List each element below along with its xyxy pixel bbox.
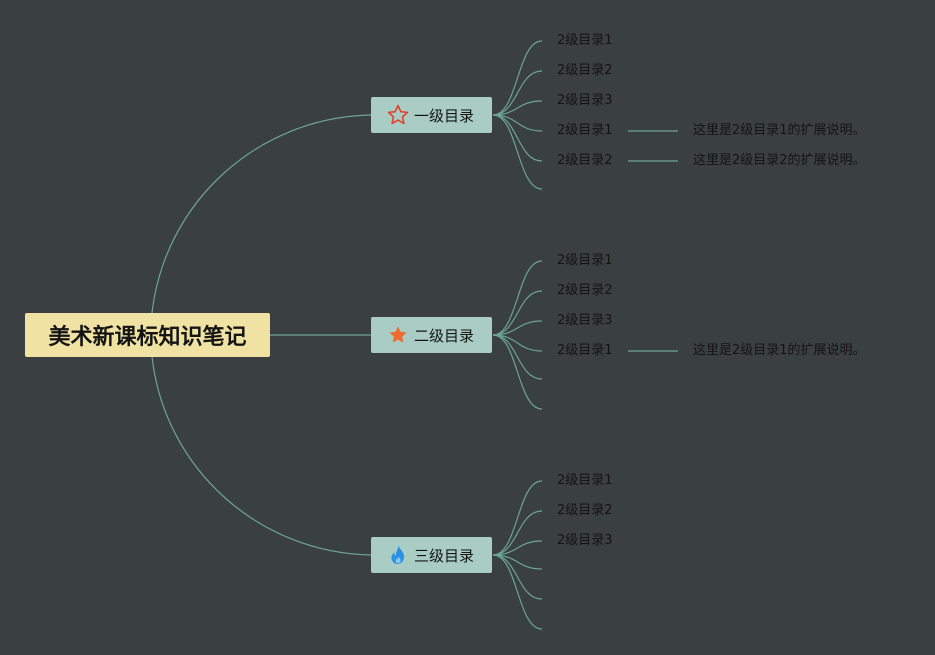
- subtopic[interactable]: 2级目录2: [557, 503, 613, 518]
- branch-topic-1-sub-3: [492, 100, 543, 116]
- branch-topic-2-sub-3: [492, 320, 543, 336]
- branch-topic-3-sub-3: [492, 540, 543, 556]
- branch-topic-1-sub-6: [492, 114, 543, 190]
- subtopic-empty[interactable]: [557, 560, 565, 578]
- subtopic[interactable]: 2级目录1: [557, 253, 613, 268]
- main-topic-label: 一级目录: [414, 106, 475, 125]
- branch-topic-1-sub-5: [492, 114, 543, 162]
- subtopic[interactable]: 2级目录1: [557, 33, 613, 48]
- connector-root-topic-3: [151, 356, 372, 556]
- branch-topic-3-sub-6: [492, 554, 543, 630]
- subtopic[interactable]: 2级目录1: [557, 123, 613, 138]
- subtopic-empty[interactable]: [557, 180, 565, 198]
- branch-topic-3-sub-5: [492, 554, 543, 600]
- subtopic-empty[interactable]: [557, 400, 565, 418]
- branch-topic-3-sub-1: [492, 480, 543, 556]
- connector-root-topic-1: [151, 114, 372, 314]
- subtopic[interactable]: 2级目录1: [557, 473, 613, 488]
- subtopic-empty[interactable]: [557, 370, 565, 388]
- branch-topic-1-sub-4: [492, 114, 543, 132]
- branch-topic-1-sub-1: [492, 40, 543, 116]
- subtopic[interactable]: 2级目录3: [557, 93, 613, 108]
- central-topic-label: 美术新课标知识笔记: [48, 325, 247, 350]
- subtopic-note[interactable]: 这里是2级目录1的扩展说明。: [693, 343, 866, 358]
- central-topic[interactable]: 美术新课标知识笔记: [25, 313, 270, 357]
- subtopic[interactable]: 2级目录2: [557, 153, 613, 168]
- subtopic-note[interactable]: 这里是2级目录1的扩展说明。: [693, 123, 866, 138]
- subtopic[interactable]: 2级目录3: [557, 533, 613, 548]
- main-topic-3[interactable]: 三级目录: [371, 537, 492, 573]
- subtopic[interactable]: 2级目录3: [557, 313, 613, 328]
- subtopic[interactable]: 2级目录2: [557, 63, 613, 78]
- subtopic-empty[interactable]: [557, 620, 565, 638]
- main-topic-1[interactable]: 一级目录: [371, 97, 492, 133]
- branch-topic-3-sub-2: [492, 510, 543, 556]
- branch-topic-1-sub-2: [492, 70, 543, 116]
- star-filled-icon: [386, 323, 410, 347]
- branch-topic-2-sub-6: [492, 334, 543, 410]
- main-topic-label: 二级目录: [414, 326, 475, 345]
- subtopic[interactable]: 2级目录2: [557, 283, 613, 298]
- subtopic-note[interactable]: 这里是2级目录2的扩展说明。: [693, 153, 866, 168]
- branch-topic-3-sub-4: [492, 554, 543, 570]
- main-topic-2[interactable]: 二级目录: [371, 317, 492, 353]
- subtopic-empty[interactable]: [557, 590, 565, 608]
- subtopic[interactable]: 2级目录1: [557, 343, 613, 358]
- branch-topic-2-sub-5: [492, 334, 543, 380]
- branch-topic-2-sub-1: [492, 260, 543, 336]
- flame-icon: [386, 543, 410, 567]
- star-outline-icon: [386, 103, 410, 127]
- main-topic-label: 三级目录: [414, 546, 475, 565]
- branch-topic-2-sub-2: [492, 290, 543, 336]
